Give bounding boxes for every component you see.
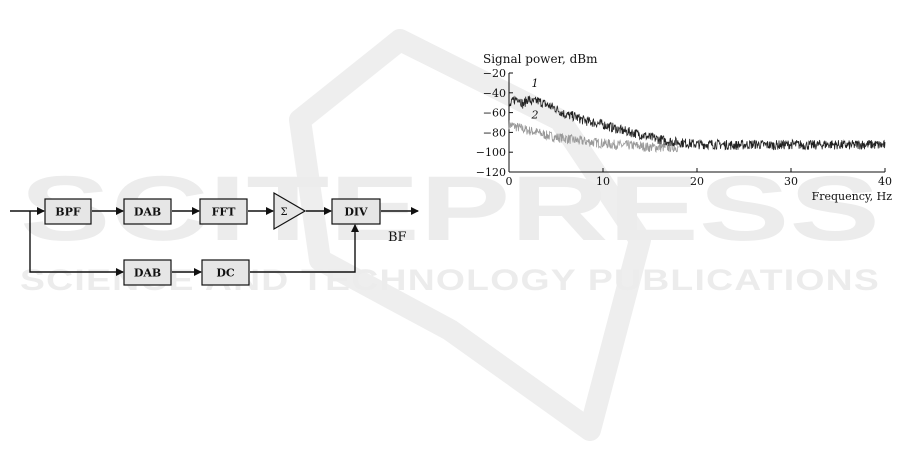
x-axis-label: Frequency, Hz xyxy=(812,190,893,203)
watermark: SCITEPRESS SCIENCE AND TECHNOLOGY PUBLIC… xyxy=(20,40,880,430)
x-tick-label: 10 xyxy=(596,175,610,188)
fft-label: FFT xyxy=(212,206,237,219)
x-tick-label: 40 xyxy=(878,175,892,188)
dab-top-label: DAB xyxy=(134,206,161,219)
dc-label: DC xyxy=(216,267,235,280)
dab-bottom-label: DAB xyxy=(134,267,161,280)
curve-label-1: 1 xyxy=(532,77,539,90)
y-tick-label: −40 xyxy=(483,87,506,100)
y-tick-label: −100 xyxy=(476,146,506,159)
x-tick-label: 20 xyxy=(690,175,704,188)
bf-output-label: BF xyxy=(388,230,407,245)
curve-label-2: 2 xyxy=(531,109,539,122)
y-tick-label: −120 xyxy=(476,166,506,179)
chart-title: Signal power, dBm xyxy=(483,52,598,66)
y-tick-label: −20 xyxy=(483,67,506,80)
x-tick-label: 30 xyxy=(784,175,798,188)
y-tick-label: −60 xyxy=(483,107,506,120)
div-label: DIV xyxy=(344,206,368,219)
bpf-label: BPF xyxy=(55,206,81,219)
y-tick-label: −80 xyxy=(483,126,506,139)
sum-symbol: Σ xyxy=(280,207,287,218)
x-tick-label: 0 xyxy=(506,175,513,188)
